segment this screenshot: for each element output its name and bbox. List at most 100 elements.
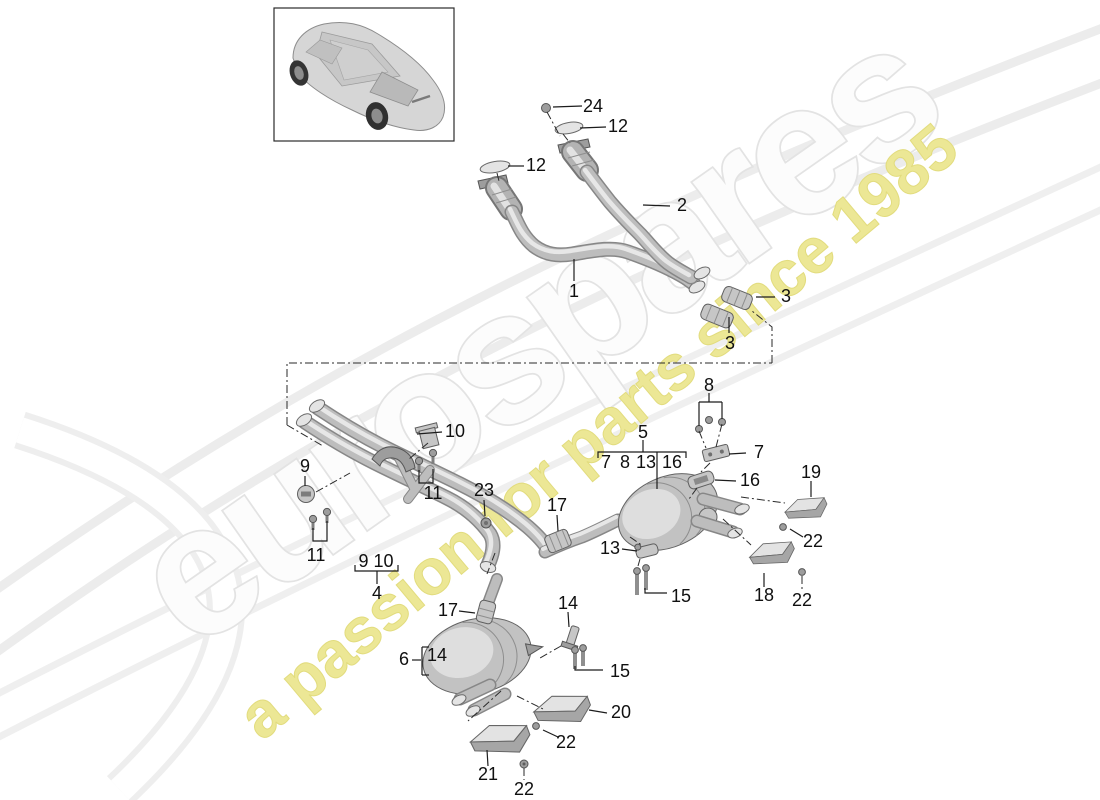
pipe-end: [693, 266, 711, 280]
leader-line: [486, 749, 489, 767]
car-illustration: [289, 21, 446, 131]
tailpipe-trim-18[interactable]: [747, 537, 798, 571]
part-callout-18[interactable]: 18: [754, 585, 774, 605]
leader-line: [597, 451, 687, 458]
front-pipe-right[interactable]: [541, 103, 712, 285]
leader-line: [483, 499, 486, 517]
part-callout-7[interactable]: 7: [601, 452, 611, 472]
assembly-axis-line: [629, 536, 644, 547]
assembly-axis-line: [715, 423, 723, 448]
leader-line: [574, 666, 603, 671]
part-callout-12[interactable]: 12: [526, 155, 546, 175]
part-callout-15[interactable]: 15: [671, 586, 691, 606]
center-muffler-6[interactable]: [415, 573, 550, 718]
leader-line: [642, 204, 671, 207]
part-callout-5[interactable]: 5: [638, 422, 648, 442]
part-callout-7[interactable]: 7: [754, 442, 764, 462]
car-rear-window: [369, 71, 419, 107]
clamp-17-lower[interactable]: [475, 599, 497, 625]
assembly-axis-line: [315, 472, 351, 493]
assembly-axis-line: [698, 430, 707, 449]
assembly-axis-line: [688, 487, 698, 500]
part-callout-22[interactable]: 22: [556, 732, 576, 752]
part-callout-10[interactable]: 10: [445, 421, 465, 441]
leader-line: [552, 105, 583, 108]
part-callout-14[interactable]: 14: [427, 645, 447, 665]
assembly-axis-line: [751, 310, 773, 363]
car-side-window: [305, 39, 343, 65]
clamp-3-upper[interactable]: [720, 285, 754, 311]
part-callout-3[interactable]: 3: [781, 286, 791, 306]
front-pipe-left[interactable]: [477, 159, 707, 295]
assembly-axis-line: [286, 362, 772, 425]
bolt-pair-15-right[interactable]: [633, 564, 650, 595]
part-callout-16[interactable]: 16: [662, 452, 682, 472]
part-callout-13[interactable]: 13: [636, 452, 656, 472]
trim-screws-22[interactable]: [519, 523, 806, 769]
part-callout-22[interactable]: 22: [803, 531, 823, 551]
bracket-7[interactable]: [701, 443, 731, 463]
part-callout-8[interactable]: 8: [620, 452, 630, 472]
part-callout-21[interactable]: 21: [478, 764, 498, 784]
assembly-axis-line: [467, 690, 502, 722]
leader-line: [579, 126, 607, 129]
rubber-mount-9[interactable]: [297, 485, 315, 503]
clamp-17-upper[interactable]: [544, 528, 573, 554]
part-callout-23[interactable]: 23: [474, 480, 494, 500]
nut-8-group[interactable]: [695, 416, 726, 433]
leader-line: [418, 469, 434, 484]
gasket: [554, 121, 584, 135]
part-callout-24[interactable]: 24: [583, 96, 603, 116]
vehicle-thumbnail[interactable]: [273, 7, 455, 142]
part-callout-1[interactable]: 1: [569, 281, 579, 301]
gasket: [479, 160, 511, 174]
part-callout-17[interactable]: 17: [438, 600, 458, 620]
part-callout-3[interactable]: 3: [725, 333, 735, 353]
part-callout-9[interactable]: 9: [300, 456, 310, 476]
leader-line: [567, 611, 570, 628]
rear-muffler-5[interactable]: [606, 459, 750, 565]
part-callout-13[interactable]: 13: [600, 538, 620, 558]
rubber-mount-23[interactable]: [480, 517, 492, 529]
assembly-axis-line: [700, 462, 711, 473]
part-callout-6[interactable]: 6: [399, 649, 409, 669]
pipe-inlet: [308, 399, 326, 413]
leader-line: [542, 729, 559, 738]
part-callout-11[interactable]: 11: [424, 483, 443, 503]
clamp-13[interactable]: [634, 540, 659, 559]
bolt-pair-11-right[interactable]: [414, 448, 438, 472]
part-callout-11[interactable]: 11: [307, 545, 326, 565]
clamp-3-lower[interactable]: [699, 303, 735, 330]
part-callout-14[interactable]: 14: [558, 593, 578, 613]
assembly-axis-line: [539, 645, 562, 659]
part-callout-16[interactable]: 16: [740, 470, 760, 490]
leader-line: [714, 479, 737, 482]
muffler-spout: [524, 643, 545, 657]
part-callout-2[interactable]: 2: [677, 195, 687, 215]
assembly-axis-line: [637, 558, 641, 567]
tailpipe-trim-21[interactable]: [468, 719, 533, 760]
pipe-inlet: [295, 413, 313, 427]
x-pipe-assembly[interactable]: [294, 397, 557, 574]
part-callout-12[interactable]: 12: [608, 116, 628, 136]
leader-line: [458, 610, 476, 614]
bolt-pair-15-left[interactable]: [571, 644, 587, 669]
assembly-axis-line: [562, 133, 571, 144]
part-callout-19[interactable]: 19: [801, 462, 821, 482]
part-callout-15[interactable]: 15: [610, 661, 630, 681]
part-callout-20[interactable]: 20: [611, 702, 631, 722]
leader-line: [789, 528, 804, 538]
clamp-16[interactable]: [687, 470, 716, 490]
part-callout-22[interactable]: 22: [792, 590, 812, 610]
tailpipe-trim-20[interactable]: [531, 690, 594, 729]
part-callout-17[interactable]: 17: [547, 495, 567, 515]
tailpipe-trim-19[interactable]: [782, 493, 830, 525]
part-callout-4[interactable]: 4: [372, 583, 382, 603]
part-callout-9-10[interactable]: 9 10: [358, 551, 393, 571]
part-callout-22[interactable]: 22: [514, 779, 534, 799]
pipe-outlet: [479, 561, 497, 573]
part-callout-8[interactable]: 8: [704, 375, 714, 395]
